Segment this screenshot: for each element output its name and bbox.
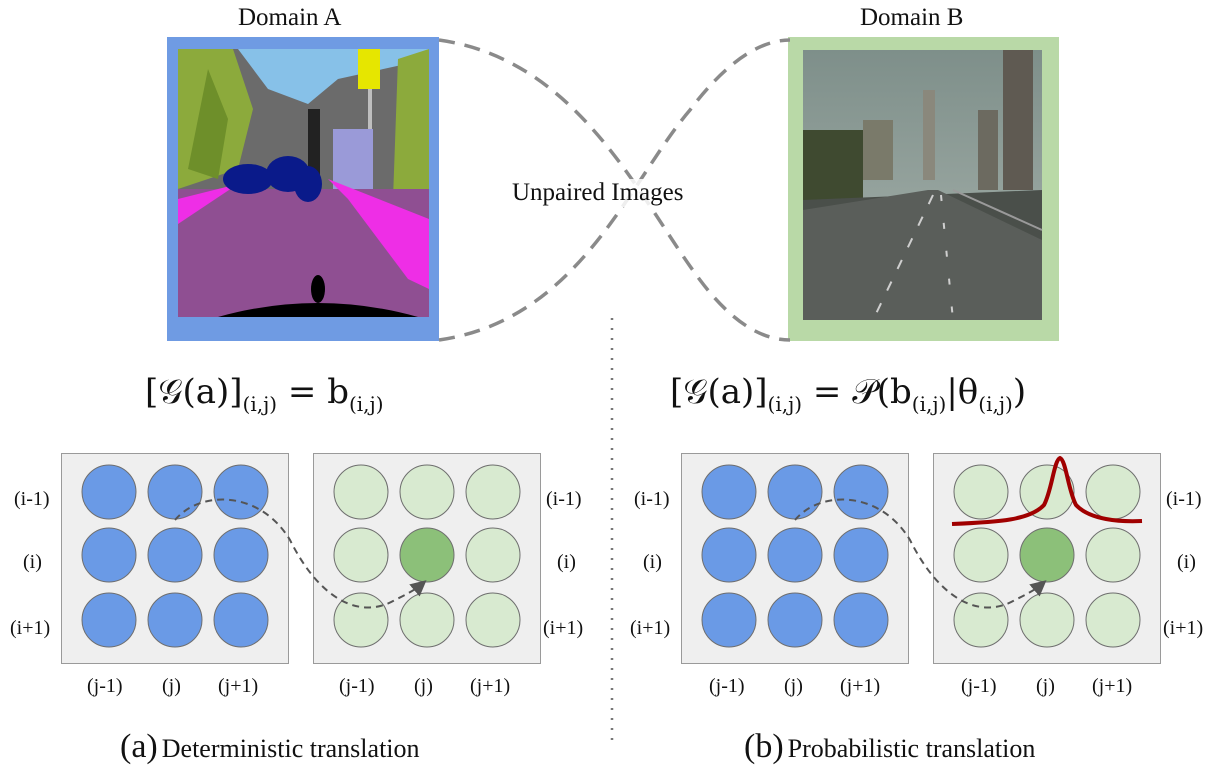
caption-a-tag: (a) bbox=[120, 728, 158, 765]
grid-a-source-circle-r1-c0 bbox=[81, 527, 137, 583]
domain-b-street-image bbox=[788, 37, 1059, 341]
unpaired-images-label: Unpaired Images bbox=[510, 179, 686, 207]
row-label-i-minus-1-right-b: (i-1) bbox=[1166, 488, 1202, 510]
col-label-j-minus-1-a1: (j-1) bbox=[87, 675, 123, 697]
caption-b-tag: (b) bbox=[744, 728, 784, 765]
grid-a-target-circle-r1-c2 bbox=[465, 527, 521, 583]
grid-a-target-circle-r2-c2 bbox=[465, 592, 521, 648]
col-label-j-plus-1-b2: (j+1) bbox=[1092, 675, 1133, 697]
row-label-i-minus-1-left-b: (i-1) bbox=[634, 488, 670, 510]
grid-b-source-circle-r2-c1 bbox=[767, 592, 823, 648]
grid-a-target-circle-r0-c0 bbox=[333, 464, 389, 520]
grid-a-source-circle-r1-c1 bbox=[147, 527, 203, 583]
caption-b-text: Probabilistic translation bbox=[787, 734, 1036, 763]
mapping-arrow-a bbox=[174, 498, 427, 609]
grid-a-source-circle-r2-c2 bbox=[213, 592, 269, 648]
grid-b-target-circle-r0-c0 bbox=[953, 464, 1009, 520]
grid-b-target-circle-r2-c2 bbox=[1085, 592, 1141, 648]
row-label-i-plus-1-left-a: (i+1) bbox=[10, 617, 51, 639]
grid-b-target-circle-r1-c2 bbox=[1085, 527, 1141, 583]
formula-a-rhs: = b bbox=[277, 372, 349, 412]
grid-a-source-circle-r1-c2 bbox=[213, 527, 269, 583]
caption-a-text: Deterministic translation bbox=[161, 734, 420, 763]
col-label-j-b2: (j) bbox=[1036, 675, 1055, 697]
formula-probabilistic: [𝒢(a)](i,j) = 𝒫(b(i,j)|θ(i,j)) bbox=[670, 372, 1026, 416]
col-label-j-plus-1-a2: (j+1) bbox=[470, 675, 511, 697]
formula-deterministic: [𝒢(a)](i,j) = b(i,j) bbox=[145, 372, 384, 416]
grid-a-source-circle-r0-c2 bbox=[213, 464, 269, 520]
col-label-j-minus-1-a2: (j-1) bbox=[339, 675, 375, 697]
formula-b-lhs-sub: (i,j) bbox=[767, 392, 803, 416]
domain-a-label: Domain A bbox=[238, 4, 342, 31]
formula-b-prob: = 𝒫(b bbox=[802, 372, 912, 412]
grid-a-target-circle-r0-c1 bbox=[399, 464, 455, 520]
probability-distribution-curve bbox=[951, 455, 1143, 526]
caption-probabilistic: (b) Probabilistic translation bbox=[744, 728, 1035, 766]
grid-a-target-circle-r2-c0 bbox=[333, 592, 389, 648]
formula-b-theta-sub: (i,j) bbox=[978, 392, 1013, 416]
grid-a-source-circle-r0-c1 bbox=[147, 464, 203, 520]
grid-b-target-circle-r0-c2 bbox=[1085, 464, 1141, 520]
formula-b-lhs: [𝒢(a)] bbox=[670, 372, 768, 412]
caption-deterministic: (a) Deterministic translation bbox=[120, 728, 420, 766]
grid-b-source-circle-r1-c2 bbox=[833, 527, 889, 583]
grid-b-source-circle-r0-c2 bbox=[833, 464, 889, 520]
col-label-j-a1: (j) bbox=[162, 675, 181, 697]
grid-a-target-circle-r1-c1 bbox=[399, 527, 455, 583]
formula-a-rhs-sub: (i,j) bbox=[348, 392, 384, 416]
col-label-j-plus-1-b1: (j+1) bbox=[840, 675, 881, 697]
row-label-i-left-b: (i) bbox=[643, 551, 662, 573]
col-label-j-minus-1-b2: (j-1) bbox=[961, 675, 997, 697]
mapping-arrow-b bbox=[794, 498, 1047, 609]
grid-b-source-circle-r2-c2 bbox=[833, 592, 889, 648]
grid-a-target-circle-r0-c2 bbox=[465, 464, 521, 520]
grid-a-target-circle-r1-c0 bbox=[333, 527, 389, 583]
grid-b-target-circle-r1-c1 bbox=[1019, 527, 1075, 583]
col-label-j-minus-1-b1: (j-1) bbox=[709, 675, 745, 697]
grid-a-target-circle-r2-c1 bbox=[399, 592, 455, 648]
grid-b-source-circle-r1-c0 bbox=[701, 527, 757, 583]
row-label-i-plus-1-right-b: (i+1) bbox=[1163, 617, 1204, 639]
formula-b-close: ) bbox=[1012, 372, 1027, 412]
formula-a-lhs: [𝒢(a)] bbox=[145, 372, 243, 412]
formula-a-lhs-sub: (i,j) bbox=[242, 392, 278, 416]
col-label-j-a2: (j) bbox=[414, 675, 433, 697]
grid-a-source-circle-r2-c0 bbox=[81, 592, 137, 648]
row-label-i-minus-1-right-a: (i-1) bbox=[546, 488, 582, 510]
row-label-i-minus-1-left-a: (i-1) bbox=[14, 488, 50, 510]
grid-b-source-circle-r0-c1 bbox=[767, 464, 823, 520]
formula-b-b-sub: (i,j) bbox=[911, 392, 947, 416]
curve-a-to-b-bottom bbox=[438, 38, 791, 342]
grid-b-target-circle-r1-c0 bbox=[953, 527, 1009, 583]
grid-b-source-circle-r1-c1 bbox=[767, 527, 823, 583]
col-label-j-b1: (j) bbox=[784, 675, 803, 697]
row-label-i-plus-1-left-b: (i+1) bbox=[630, 617, 671, 639]
grid-a-source-circle-r2-c1 bbox=[147, 592, 203, 648]
row-label-i-plus-1-right-a: (i+1) bbox=[543, 617, 584, 639]
col-label-j-plus-1-a1: (j+1) bbox=[218, 675, 259, 697]
grid-a-source-circle-r0-c0 bbox=[81, 464, 137, 520]
grid-b-source-circle-r2-c0 bbox=[701, 592, 757, 648]
formula-b-theta: |θ bbox=[946, 372, 979, 412]
row-label-i-right-b: (i) bbox=[1177, 551, 1196, 573]
grid-b-source-circle-r0-c0 bbox=[701, 464, 757, 520]
grid-b-target-circle-r2-c0 bbox=[953, 592, 1009, 648]
domain-a-segmentation-image bbox=[167, 37, 439, 341]
domain-b-label: Domain B bbox=[860, 4, 964, 31]
row-label-i-right-a: (i) bbox=[557, 551, 576, 573]
grid-b-target-circle-r2-c1 bbox=[1019, 592, 1075, 648]
row-label-i-left-a: (i) bbox=[23, 551, 42, 573]
